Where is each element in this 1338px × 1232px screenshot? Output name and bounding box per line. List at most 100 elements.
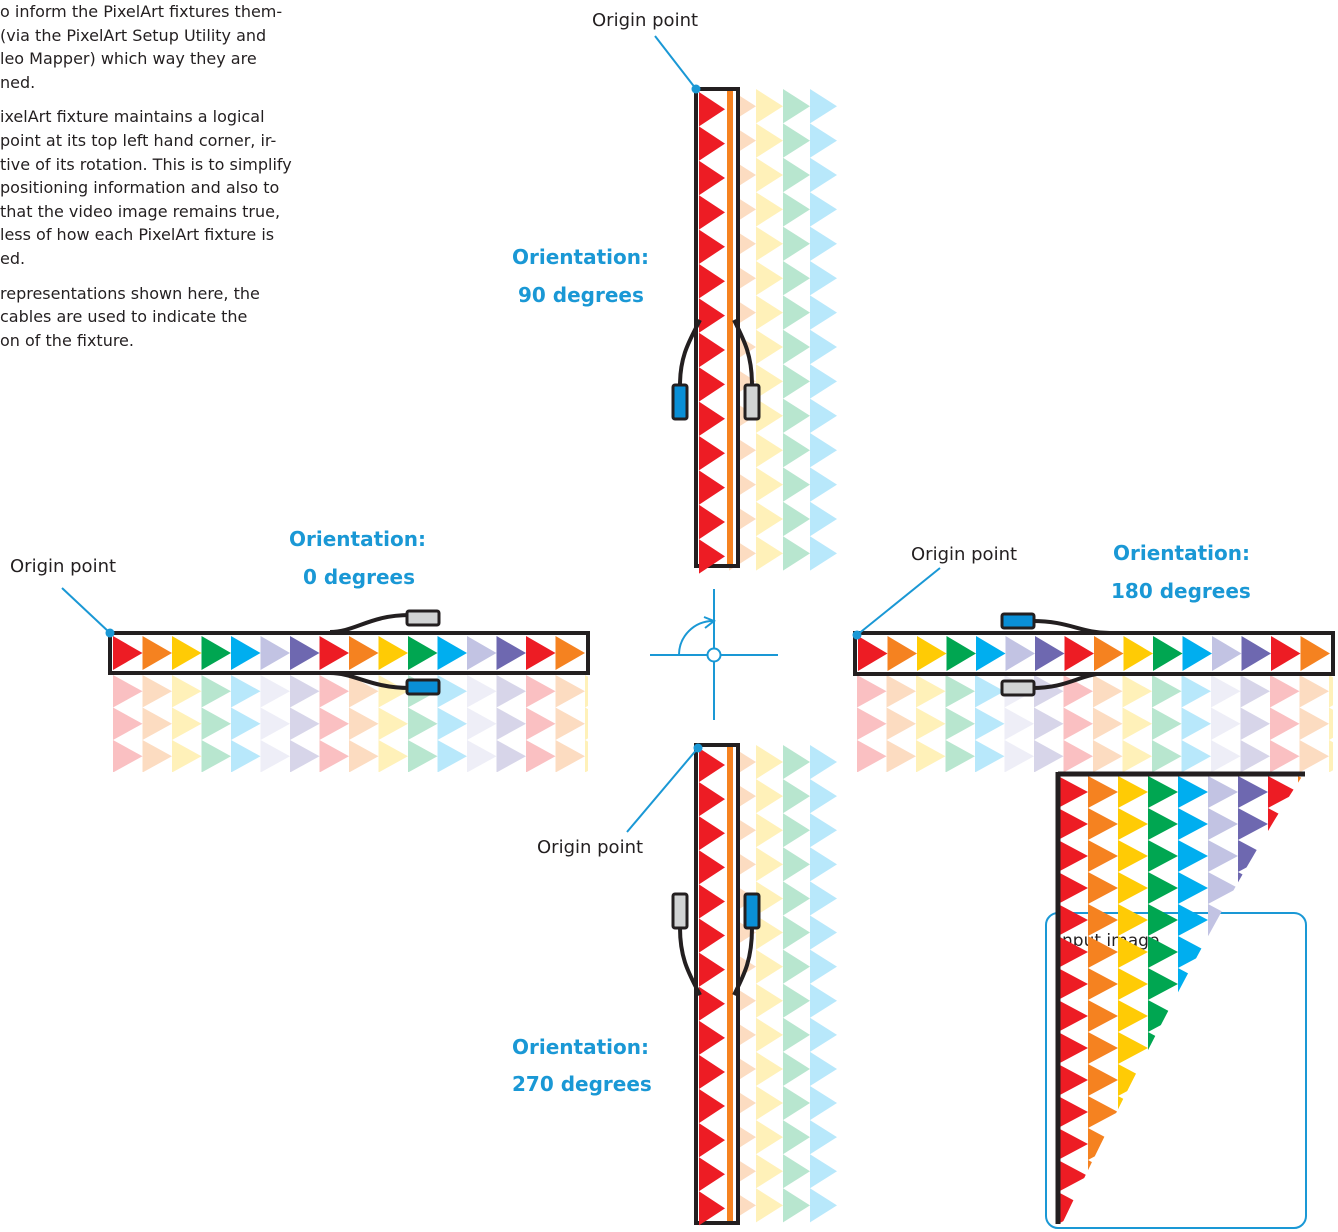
faded-pixel xyxy=(756,745,783,780)
faded-pixel xyxy=(810,847,837,882)
faded-pixel xyxy=(756,536,783,571)
faded-pixel xyxy=(810,226,837,261)
faded-pixel xyxy=(1299,740,1329,772)
faded-pixel xyxy=(756,157,783,193)
faded-pixel xyxy=(945,675,975,708)
faded-pixel xyxy=(231,675,261,708)
faded-pixel xyxy=(756,1051,783,1086)
cable-left xyxy=(678,927,702,996)
faded-pixel xyxy=(349,707,379,740)
faded-pixel xyxy=(810,1051,837,1086)
faded-pixel xyxy=(810,261,837,296)
faded-pixel xyxy=(810,949,837,984)
pixel xyxy=(699,504,725,540)
faded-pixel xyxy=(857,675,887,708)
input-pixel xyxy=(1148,808,1178,840)
faded-pixel xyxy=(756,949,783,984)
input-pixel xyxy=(1058,1160,1088,1192)
pixel xyxy=(917,636,947,671)
pixel xyxy=(699,436,725,471)
origin-leader-line xyxy=(61,587,111,634)
faded-pixel xyxy=(810,536,837,571)
input-pixel xyxy=(1088,1064,1118,1096)
faded-pixel xyxy=(526,707,556,740)
pixel xyxy=(699,539,725,574)
input-image-frame xyxy=(1045,912,1307,1229)
pixel xyxy=(699,126,725,161)
faded-pixel xyxy=(810,983,837,1018)
pixel xyxy=(437,636,467,670)
faded-image-band-180 xyxy=(857,675,1333,772)
pixel xyxy=(408,636,438,670)
input-pixel xyxy=(1058,808,1088,840)
faded-pixel xyxy=(113,675,143,708)
cable-right xyxy=(732,927,754,996)
faded-pixel xyxy=(172,707,202,740)
faded-pixel xyxy=(290,740,320,772)
intro-line: representations shown here, the xyxy=(0,283,260,303)
faded-pixel xyxy=(378,675,408,708)
faded-pixel xyxy=(1122,675,1152,708)
intro-line: o inform the PixelArt fixtures them- xyxy=(0,2,283,21)
input-pixel xyxy=(1178,872,1208,904)
pixel xyxy=(1035,636,1065,671)
fixture-0-degrees: Origin point Orientation: 0 degrees xyxy=(10,527,590,696)
input-pixel xyxy=(1178,904,1208,936)
input-pixel xyxy=(1148,1000,1178,1032)
faded-pixel xyxy=(585,707,588,740)
origin-point-label: Origin point xyxy=(10,556,116,577)
faded-pixel xyxy=(783,89,810,124)
input-pixel xyxy=(1118,1000,1148,1032)
faded-pixel xyxy=(975,740,1005,772)
faded-pixel xyxy=(585,675,588,708)
faded-pixel xyxy=(810,1188,837,1223)
input-pixel xyxy=(1148,872,1178,904)
faded-pixel xyxy=(810,364,837,399)
faded-pixel xyxy=(231,740,261,772)
pixel xyxy=(113,636,143,670)
faded-pixel xyxy=(810,813,837,848)
input-pixel xyxy=(1058,1096,1088,1128)
rotation-arc xyxy=(678,620,714,656)
faded-pixel xyxy=(783,192,810,227)
faded-pixel xyxy=(810,398,837,433)
faded-pixel xyxy=(783,398,810,433)
faded-pixel xyxy=(945,707,975,740)
input-pixel xyxy=(1208,872,1238,904)
faded-pixel xyxy=(857,740,887,772)
input-pixel xyxy=(1088,968,1118,1000)
intro-line: (via the PixelArt Setup Utility and xyxy=(0,25,267,45)
input-pixel xyxy=(1178,936,1208,968)
faded-pixel xyxy=(810,881,837,916)
faded-pixel xyxy=(467,740,497,772)
faded-pixel xyxy=(783,226,810,261)
fixture-stripe xyxy=(727,91,733,564)
input-pixel xyxy=(1148,776,1178,808)
pixel xyxy=(1005,636,1035,671)
faded-pixel xyxy=(783,295,810,330)
faded-pixel xyxy=(810,745,837,780)
faded-pixel xyxy=(783,881,810,916)
faded-pixel xyxy=(975,675,1005,708)
orientation-value: 0 degrees xyxy=(303,565,415,589)
faded-pixel xyxy=(756,123,783,158)
faded-pixel xyxy=(1152,740,1182,772)
pixel xyxy=(946,636,976,671)
input-pixel xyxy=(1178,808,1208,840)
pixel xyxy=(1064,636,1094,671)
intro-paragraph-3: representations shown here, the cables a… xyxy=(0,282,380,353)
pixel xyxy=(1212,636,1242,671)
faded-pixel xyxy=(810,192,837,227)
pixel xyxy=(699,850,725,885)
pixel xyxy=(1182,636,1212,671)
faded-pixel xyxy=(783,915,810,950)
orientation-label: Orientation: xyxy=(1113,541,1250,565)
cable-left xyxy=(678,319,702,386)
faded-pixel xyxy=(756,813,783,848)
input-pixel xyxy=(1088,808,1118,840)
faded-pixel xyxy=(783,1086,810,1121)
faded-pixel xyxy=(555,675,585,708)
faded-pixel xyxy=(378,740,408,772)
origin-point-label: Origin point xyxy=(537,837,643,858)
faded-pixel xyxy=(783,1154,810,1189)
